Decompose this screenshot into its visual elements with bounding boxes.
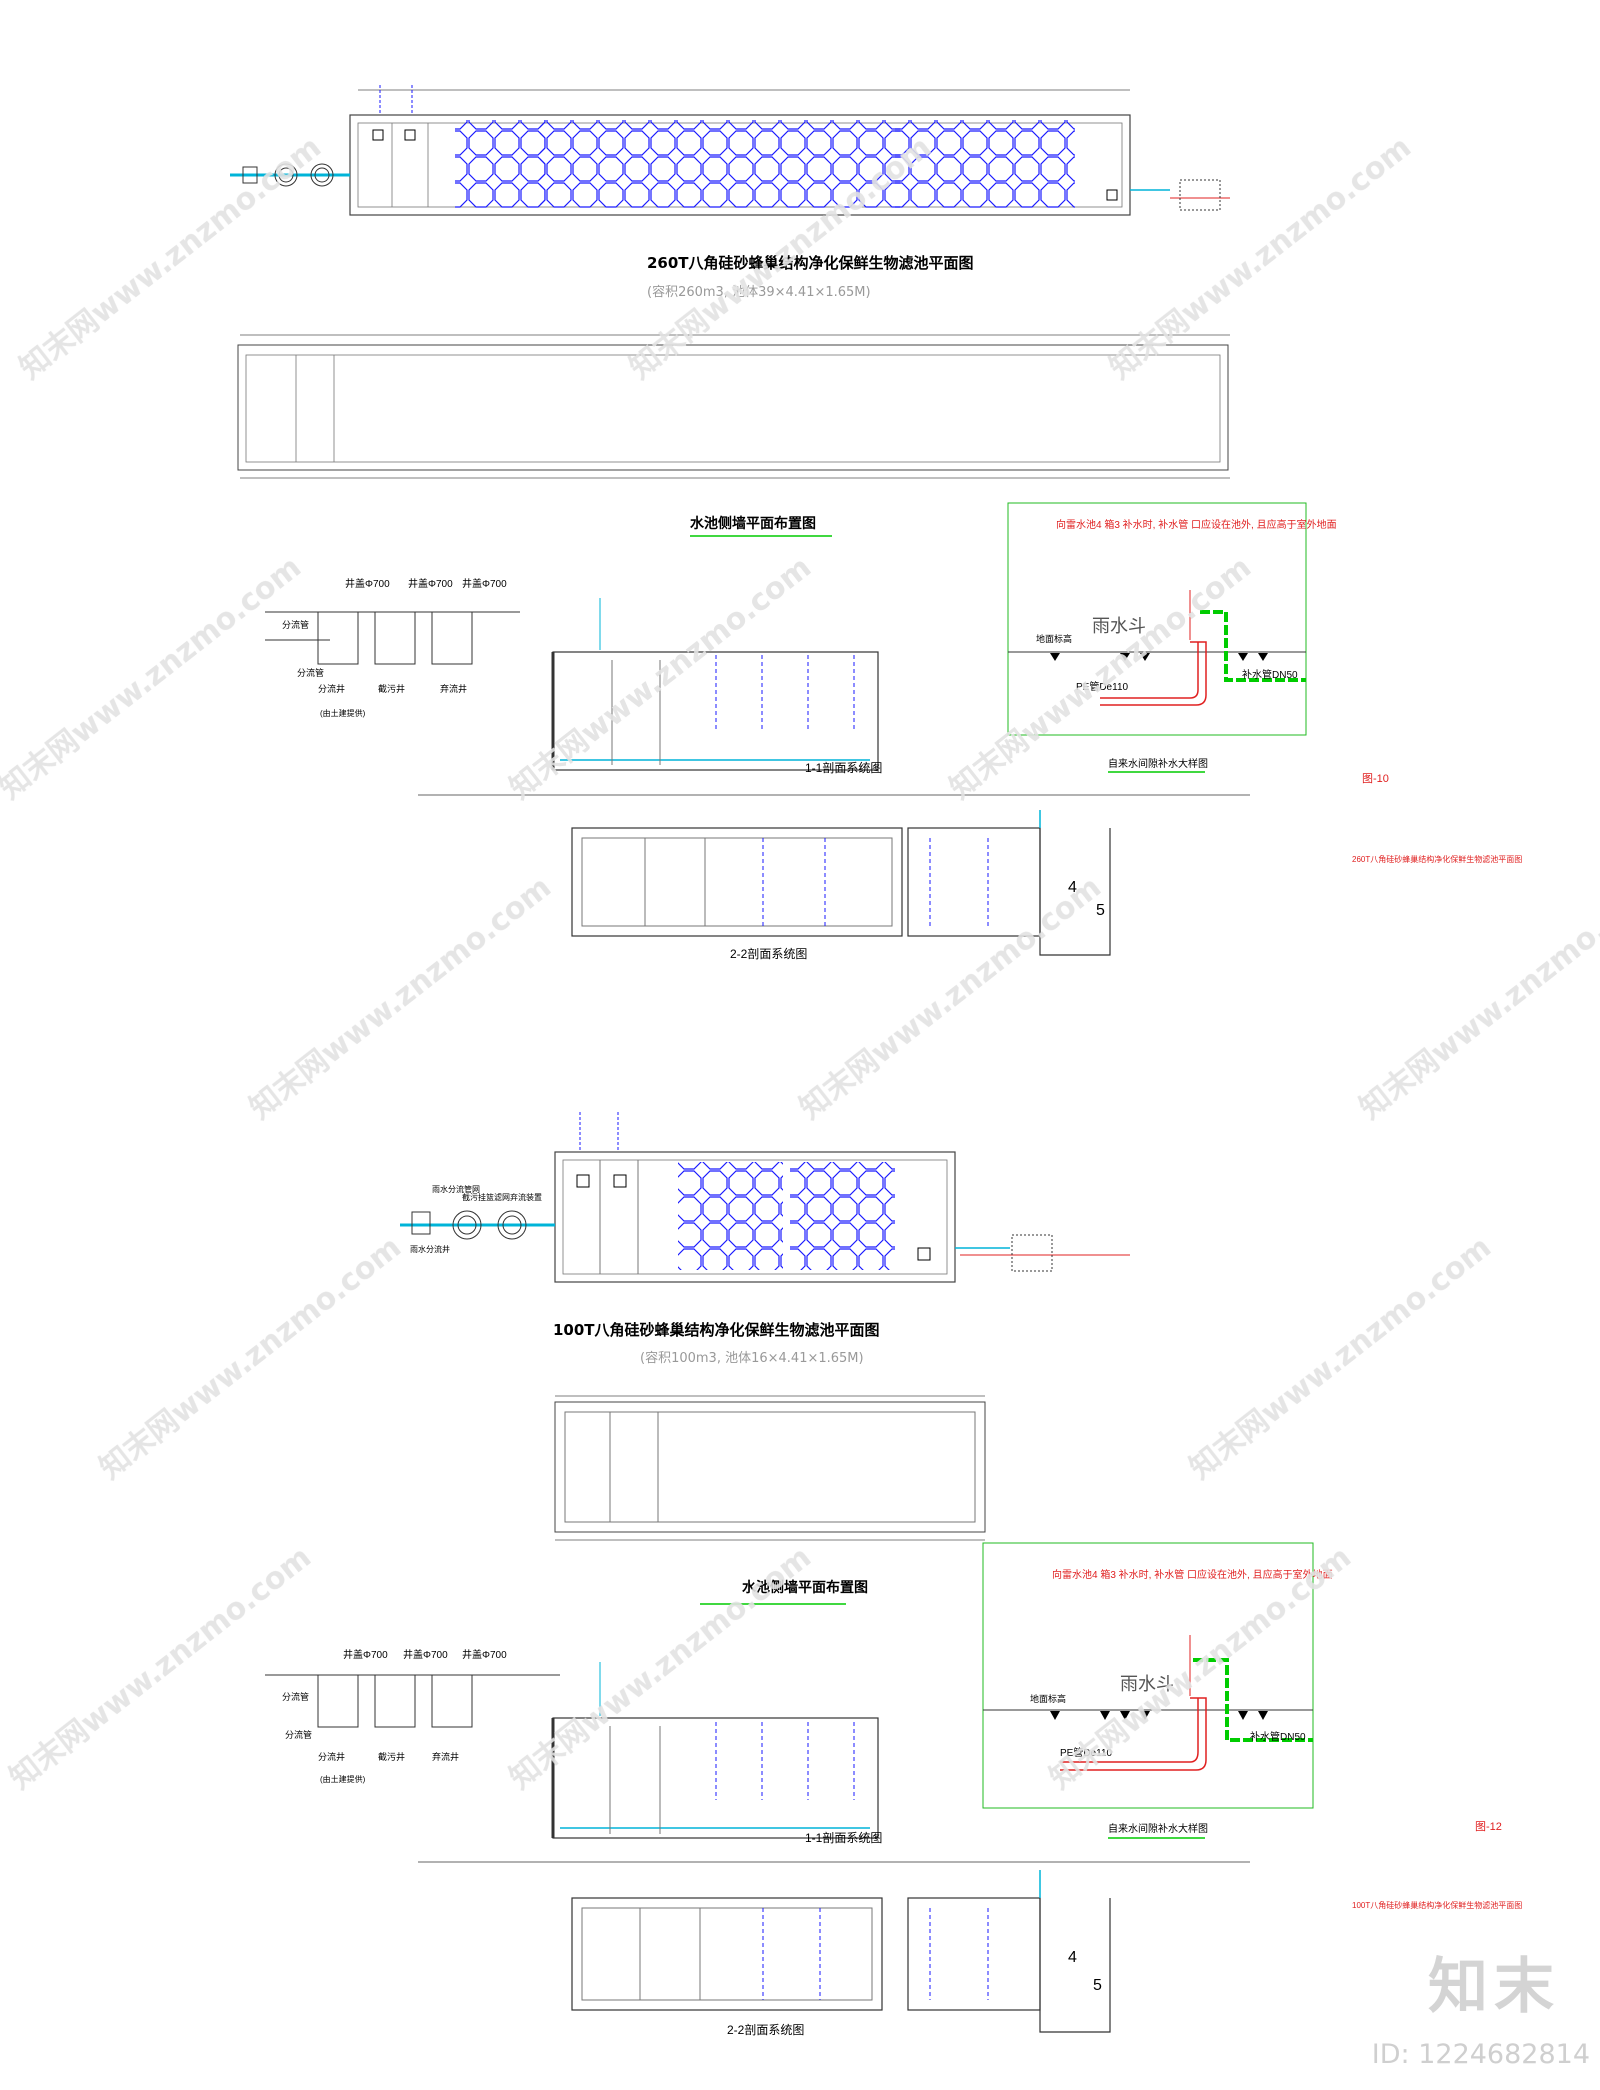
lower-section-2-2-title: 2-2剖面系统图 <box>727 2023 804 2037</box>
lower-plan-title: 100T八角硅砂蜂巢结构净化保鲜生物滤池平面图 <box>553 1321 880 1339</box>
lower-section-1-1-title: 1-1剖面系统图 <box>805 1831 882 1845</box>
upper-plan-title: 260T八角硅砂蜂巢结构净化保鲜生物滤池平面图 <box>647 254 974 272</box>
watermark-8: 知末网www.znzmo.com <box>793 870 1108 1127</box>
brand-logo: 知末 <box>1428 1952 1560 2022</box>
watermark-3: 知末网www.znzmo.com <box>1103 130 1418 387</box>
lower-well-label-1: 井盖Φ700 <box>343 1648 388 1661</box>
upper-wells <box>265 611 520 665</box>
watermarks: 知末网www.znzmo.com 知末网www.znzmo.com 知末网www… <box>0 130 1600 1797</box>
watermark-4: 知末网www.znzmo.com <box>0 550 308 807</box>
lower-well-label-3: 井盖Φ700 <box>462 1648 507 1661</box>
upper-rain-hopper: 雨水斗 <box>1092 616 1146 636</box>
watermark-11: 知末网www.znzmo.com <box>1183 1230 1498 1487</box>
upper-detail-title: 自来水间隙补水大样图 <box>1108 757 1208 770</box>
watermark-7: 知末网www.znzmo.com <box>243 870 558 1127</box>
watermark-12: 知末网www.znzmo.com <box>3 1540 318 1797</box>
lower-sheet-no: 图-12 <box>1475 1820 1502 1833</box>
watermark-5: 知末网www.znzmo.com <box>503 550 818 807</box>
lower-ground-label: 地面标高 <box>1030 1693 1066 1704</box>
lower-marker-4: 4 <box>1068 1949 1077 1966</box>
lower-plan-label-4: 雨水分流井 <box>410 1244 450 1254</box>
upper-label-diversion-well: 分流井 <box>318 683 345 694</box>
upper-label-diversion-pipe-2: 分流管 <box>297 667 324 678</box>
watermark-10: 知末网www.znzmo.com <box>93 1230 408 1487</box>
upper-rain-detail <box>1007 502 1307 736</box>
lower-pe-pipe: PE管De110 <box>1060 1746 1113 1759</box>
upper-pe-pipe: PE管De110 <box>1076 680 1129 693</box>
upper-wall-plan <box>237 334 1230 479</box>
upper-plan <box>230 85 1230 216</box>
upper-label-civil: (由土建提供) <box>320 708 366 718</box>
upper-label-discard-well: 弃流井 <box>440 683 467 694</box>
upper-label-dirt-well: 截污井 <box>378 683 405 694</box>
upper-wall-plan-title: 水池侧墙平面布置图 <box>690 515 816 532</box>
upper-label-diversion-pipe-1: 分流管 <box>282 619 309 630</box>
lower-label-diversion-pipe-2: 分流管 <box>285 1729 312 1740</box>
lower-section-1-1 <box>551 1662 879 1839</box>
lower-detail-title: 自来水间隙补水大样图 <box>1108 1822 1208 1835</box>
lower-plan <box>400 1112 1130 1283</box>
lower-rain-note: 向雷水池4 箱3 补水时, 补水管 口应设在池外, 且应高于室外地面 <box>1052 1568 1333 1581</box>
upper-well-label-3: 井盖Φ700 <box>462 577 507 590</box>
lower-wall-plan-title: 水池侧墙平面布置图 <box>742 1579 868 1596</box>
lower-plan-label-1: 雨水分流管网 <box>432 1184 480 1194</box>
upper-supply-pipe: 补水管DN50 <box>1242 668 1298 681</box>
lower-label-discard-well: 弃流井 <box>432 1751 459 1762</box>
upper-section-1-1-title: 1-1剖面系统图 <box>805 761 882 775</box>
upper-marker-4: 4 <box>1068 879 1077 896</box>
lower-plan-label-2: 截污挂篮滤网 <box>462 1192 510 1202</box>
lower-section-2-2 <box>571 1870 1111 2033</box>
lower-label-diversion-well: 分流井 <box>318 1751 345 1762</box>
lower-wall-plan <box>554 1395 986 1541</box>
image-id: ID: 1224682814 <box>1371 2039 1590 2070</box>
watermark-13: 知末网www.znzmo.com <box>503 1540 818 1797</box>
watermark-6: 知末网www.znzmo.com <box>943 550 1258 807</box>
upper-marker-5: 5 <box>1096 902 1105 919</box>
watermark-9: 知末网www.znzmo.com <box>1353 870 1600 1127</box>
lower-sheet-desc: 100T八角硅砂蜂巢结构净化保鲜生物滤池平面图 <box>1352 1900 1522 1910</box>
upper-section-2-2 <box>571 810 1111 956</box>
upper-sheet-no: 图-10 <box>1362 772 1389 785</box>
upper-well-label-2: 井盖Φ700 <box>408 577 453 590</box>
lower-rain-detail <box>982 1542 1314 1809</box>
lower-wells <box>265 1674 560 1728</box>
lower-rain-hopper: 雨水斗 <box>1120 1674 1174 1694</box>
lower-plan-label-3: 弃流装置 <box>510 1192 542 1202</box>
lower-label-dirt-well: 截污井 <box>378 1751 405 1762</box>
upper-well-label-1: 井盖Φ700 <box>345 577 390 590</box>
upper-ground-label: 地面标高 <box>1036 633 1072 644</box>
upper-section-1-1 <box>551 598 879 771</box>
upper-rain-note: 向雷水池4 箱3 补水时, 补水管 口应设在池外, 且应高于室外地面 <box>1056 518 1337 531</box>
lower-label-civil: (由土建提供) <box>320 1774 366 1784</box>
lower-supply-pipe: 补水管DN50 <box>1250 1730 1306 1743</box>
upper-sheet-desc: 260T八角硅砂蜂巢结构净化保鲜生物滤池平面图 <box>1352 854 1522 864</box>
upper-section-2-2-title: 2-2剖面系统图 <box>730 947 807 961</box>
lower-well-label-2: 井盖Φ700 <box>403 1648 448 1661</box>
lower-marker-5: 5 <box>1093 1977 1102 1994</box>
watermark-1: 知末网www.znzmo.com <box>13 130 328 387</box>
lower-label-diversion-pipe-1: 分流管 <box>282 1691 309 1702</box>
upper-plan-subtitle: (容积260m3, 池体39×4.41×1.65M) <box>647 284 871 300</box>
lower-plan-subtitle: (容积100m3, 池体16×4.41×1.65M) <box>640 1350 864 1366</box>
